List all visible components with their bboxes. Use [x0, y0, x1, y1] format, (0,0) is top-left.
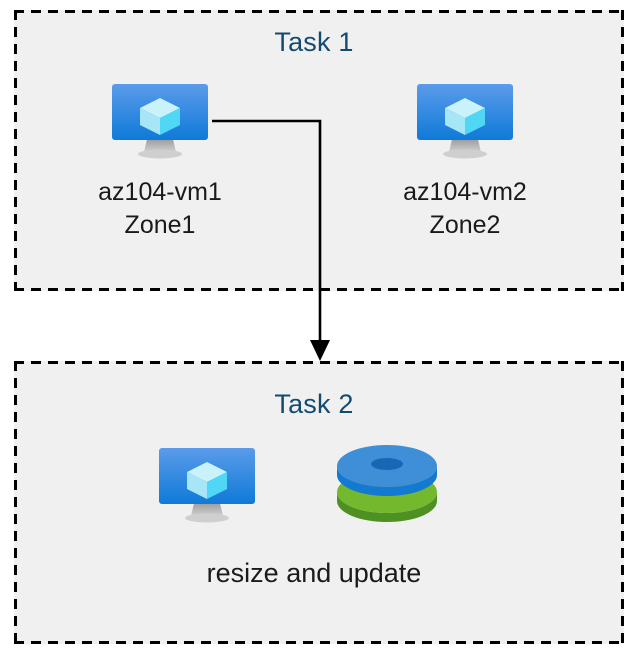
arrowhead-icon: [310, 340, 330, 361]
task1-border-bottom: [14, 288, 624, 291]
vm1-label-zone: Zone1: [124, 211, 196, 239]
azure-virtual-machine-icon: [417, 84, 513, 159]
task1-border-top: [14, 10, 624, 13]
vm-icon-task2[interactable]: [155, 444, 259, 530]
azure-virtual-machine-icon: [112, 84, 208, 159]
task2-container: [14, 361, 624, 644]
disk-platter-blue: [337, 445, 437, 496]
vm2-label-name: az104-vm2: [403, 178, 527, 206]
vm-icon-az104-vm1[interactable]: [108, 80, 212, 166]
task2-caption: resize and update: [206, 558, 422, 588]
azure-managed-disks-icon: [337, 445, 437, 522]
vm-icon-az104-vm2[interactable]: [413, 80, 517, 166]
task2-title: Task 2: [274, 389, 354, 419]
task2-border-top: [14, 361, 624, 364]
azure-virtual-machine-icon: [159, 448, 255, 523]
vm1-label-name: az104-vm1: [98, 178, 222, 206]
task1-border-right: [621, 10, 624, 291]
task2-border-left: [14, 361, 17, 644]
managed-disks-icon[interactable]: [334, 444, 440, 526]
task2-border-right: [621, 361, 624, 644]
task2-border-bottom: [14, 641, 624, 644]
vm2-label-zone: Zone2: [429, 211, 501, 239]
task1-title: Task 1: [274, 27, 354, 57]
task1-border-left: [14, 10, 17, 291]
